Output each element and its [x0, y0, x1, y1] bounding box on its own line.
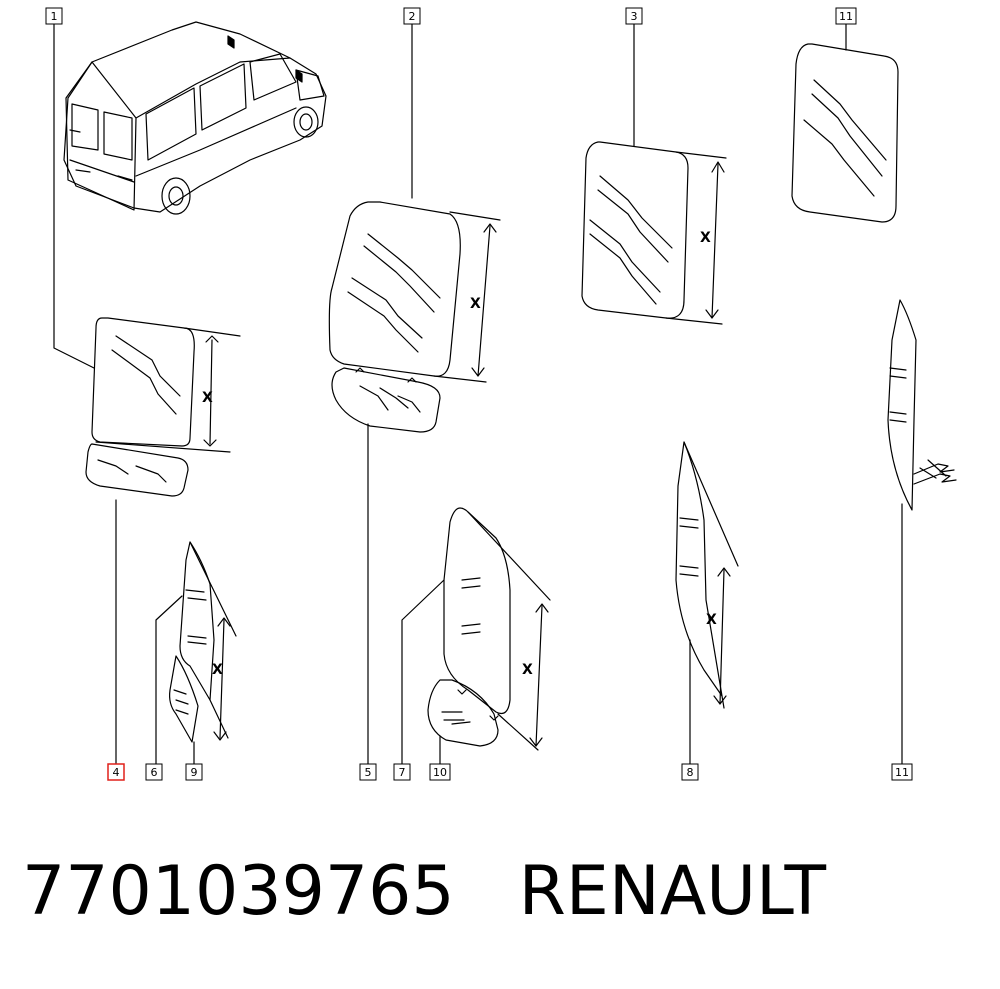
mirror-glass-11-top: [791, 43, 899, 223]
svg-text:1: 1: [51, 10, 58, 23]
callout-11-top[interactable]: 11: [835, 7, 857, 25]
mirror-glass-4: [85, 443, 189, 497]
van-illustration: [63, 21, 327, 215]
leader-lines: [53, 23, 903, 765]
part-number: 7701039765: [22, 852, 455, 931]
dimension-x-label-2: X: [470, 296, 481, 312]
dimension-labels: X X X X X X: [202, 230, 717, 678]
mirror-glass-8: [675, 441, 739, 709]
svg-text:4: 4: [113, 766, 120, 779]
mirror-glass-1: [91, 317, 241, 453]
dimension-x-label-8: X: [706, 612, 717, 628]
svg-text:3: 3: [631, 10, 638, 23]
brand-name: RENAULT: [518, 852, 827, 931]
mirror-glass-11-side: [887, 299, 957, 511]
dimension-x-label-3: X: [700, 230, 711, 246]
callout-7[interactable]: 7: [393, 763, 411, 781]
svg-text:10: 10: [433, 766, 447, 779]
callout-6[interactable]: 6: [145, 763, 163, 781]
callout-boxes: 1 2 3 11 4 6 9 5: [45, 7, 913, 781]
svg-text:7: 7: [399, 766, 406, 779]
svg-text:9: 9: [191, 766, 198, 779]
mirror-glass-5: [331, 367, 441, 433]
callout-9[interactable]: 9: [185, 763, 203, 781]
callout-11-bottom[interactable]: 11: [891, 763, 913, 781]
mirror-glass-6: [179, 541, 237, 741]
svg-text:5: 5: [365, 766, 372, 779]
callout-3[interactable]: 3: [625, 7, 643, 25]
part-caption: 7701039765 RENAULT: [22, 852, 982, 952]
mirror-glass-10: [427, 679, 499, 747]
svg-text:2: 2: [409, 10, 416, 23]
mirror-glass-2: [328, 201, 501, 383]
callout-8[interactable]: 8: [681, 763, 699, 781]
mirror-glass-7: [443, 507, 551, 751]
callout-10[interactable]: 10: [429, 763, 451, 781]
mirror-glass-3: [581, 141, 727, 325]
svg-text:8: 8: [687, 766, 694, 779]
svg-text:11: 11: [895, 766, 909, 779]
callout-2[interactable]: 2: [403, 7, 421, 25]
svg-text:11: 11: [839, 10, 853, 23]
mirror-glass-9: [169, 655, 199, 743]
callout-1[interactable]: 1: [45, 7, 63, 25]
callout-5[interactable]: 5: [359, 763, 377, 781]
svg-text:6: 6: [151, 766, 158, 779]
dimension-x-label-1: X: [202, 390, 213, 406]
callout-4-selected[interactable]: 4: [107, 763, 125, 781]
dimension-x-label-7: X: [522, 662, 533, 678]
dimension-x-label-6: X: [212, 662, 223, 678]
